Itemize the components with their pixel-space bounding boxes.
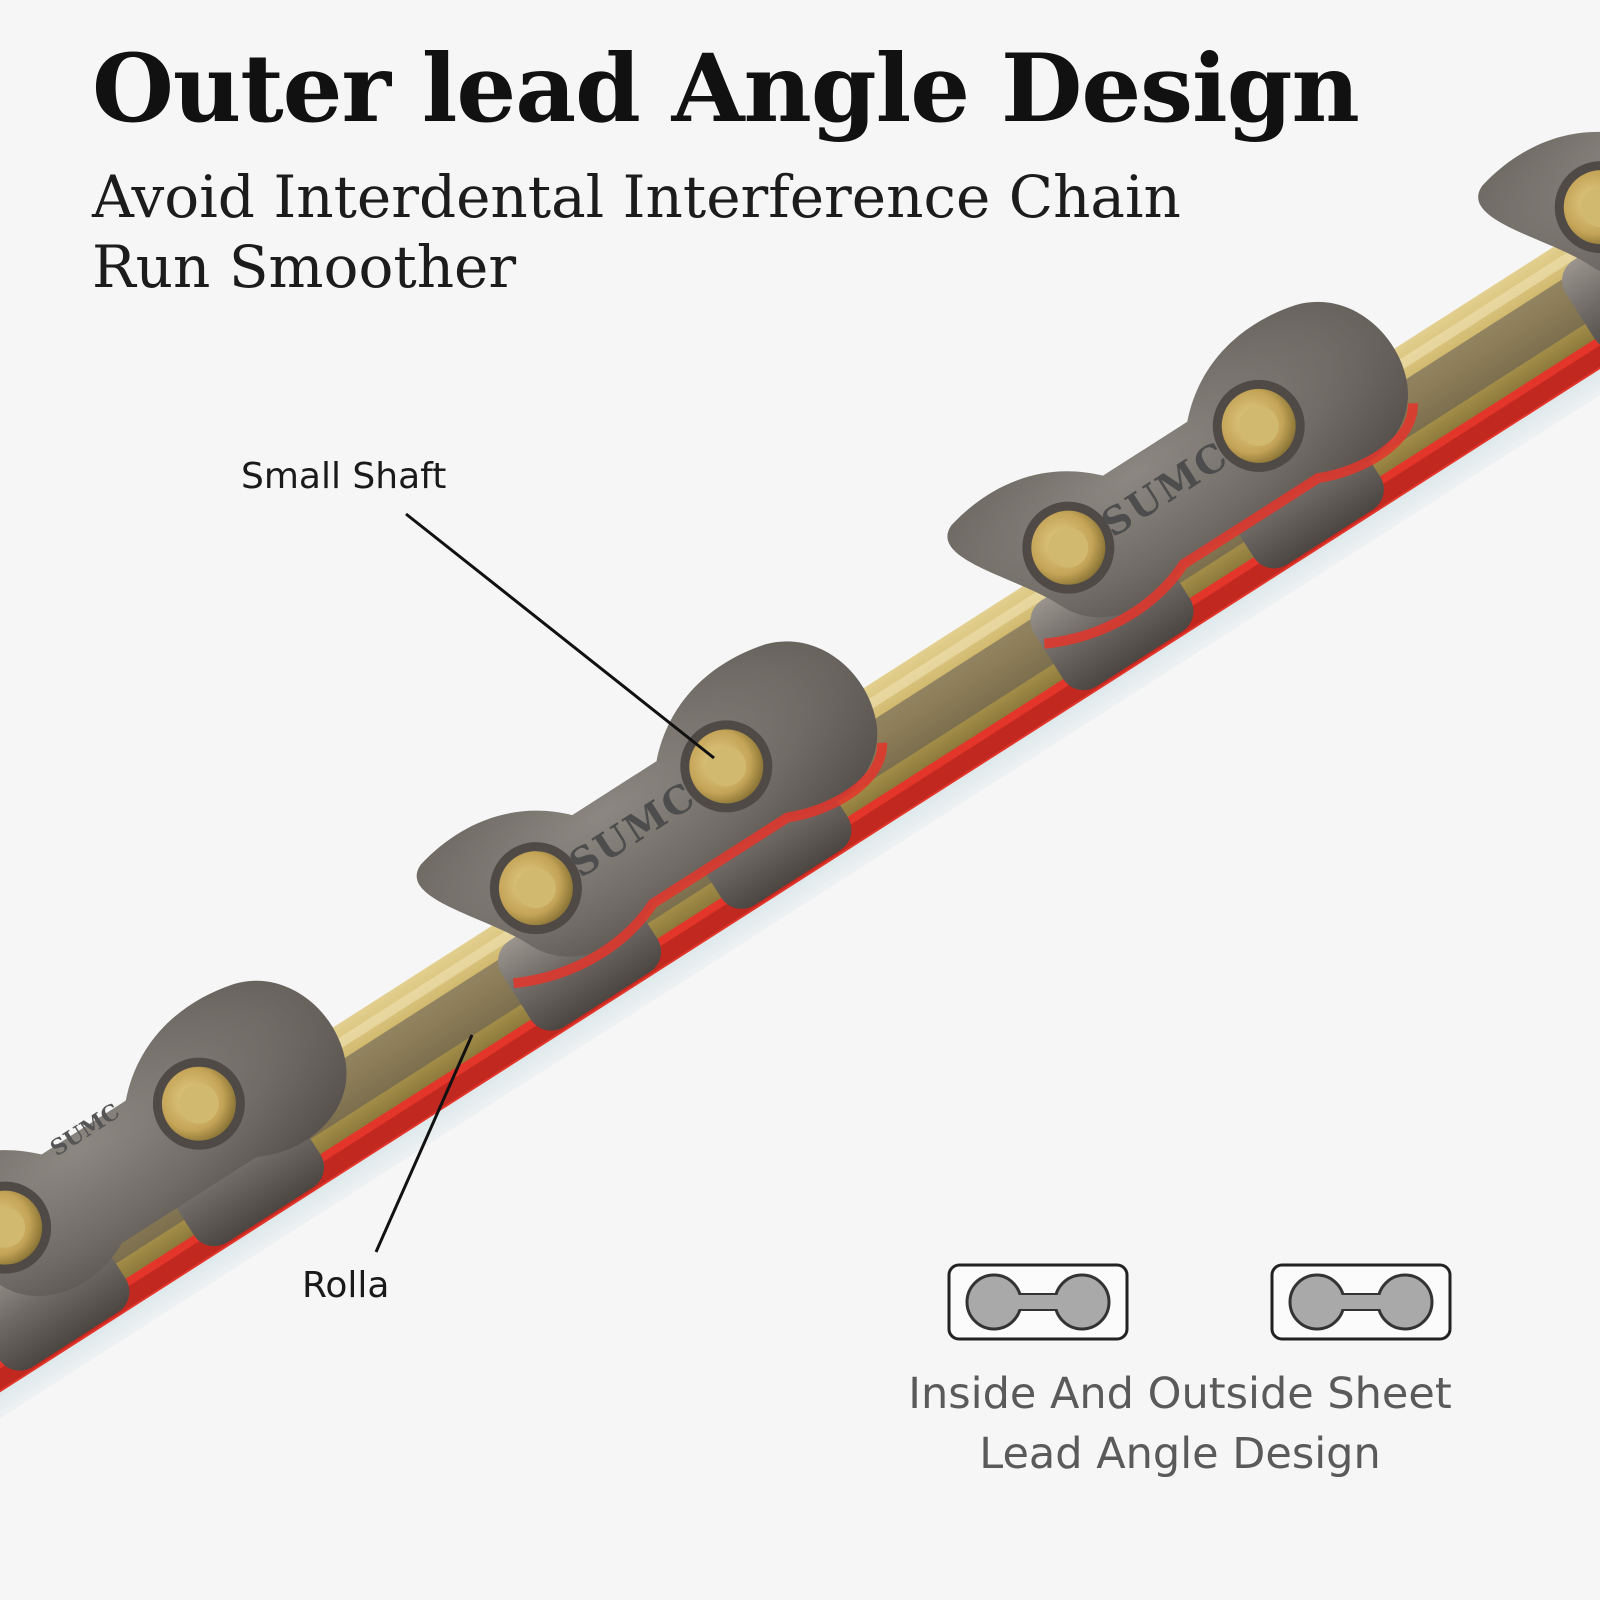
small-shaft-leader xyxy=(405,512,715,760)
caption-line-2: Lead Angle Design xyxy=(979,1429,1381,1479)
roller-leader xyxy=(374,1034,474,1253)
caption-line-1: Inside And Outside Sheet xyxy=(908,1369,1452,1419)
chain: SUMC SUMC SUMC xyxy=(0,0,1600,1449)
lead-angle-caption: Inside And Outside Sheet Lead Angle Desi… xyxy=(880,1364,1480,1484)
page-subtitle: Avoid Interdental Interference Chain Run… xyxy=(92,162,1242,302)
chain-link-icon xyxy=(1270,1263,1452,1341)
subtitle-line-2: Run Smoother xyxy=(92,233,517,301)
pin-heads xyxy=(0,161,1600,1274)
subtitle-line-1: Avoid Interdental Interference Chain xyxy=(92,163,1181,231)
small-shaft-label: Small Shaft xyxy=(241,456,447,497)
chain-link-icon xyxy=(947,1263,1129,1341)
roller-label: Rolla xyxy=(302,1265,390,1306)
page-title: Outer lead Angle Design xyxy=(92,34,1360,144)
